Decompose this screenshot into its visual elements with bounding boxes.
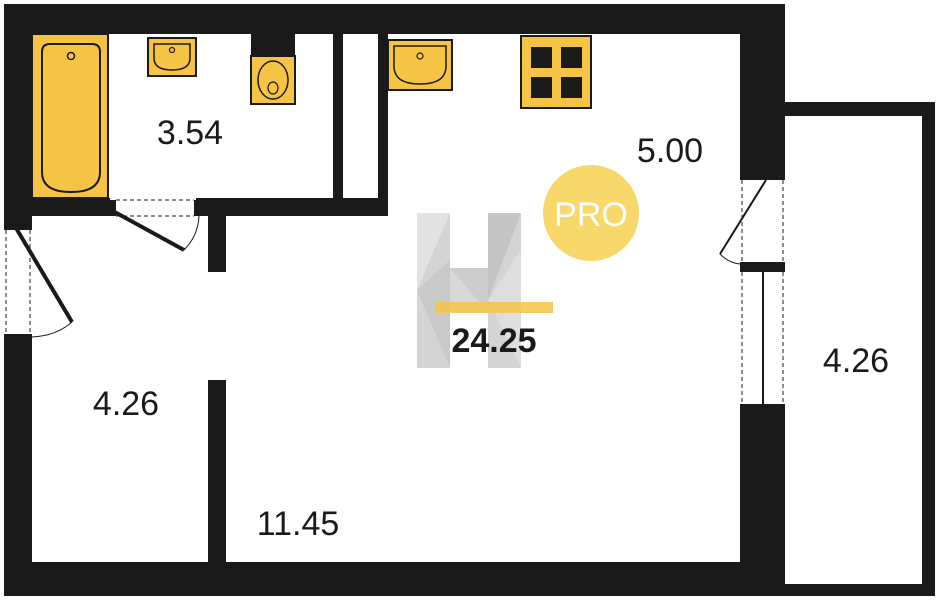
bathroom-door-frame-left bbox=[106, 200, 116, 216]
entrance-door-frame-top bbox=[4, 222, 32, 230]
balcony-door-leaf bbox=[719, 179, 767, 255]
balcony-wall-top bbox=[740, 102, 935, 116]
pro-badge-text: PRO bbox=[554, 196, 628, 234]
area-labels: 3.54 5.00 4.26 11.45 4.26 24.25 bbox=[93, 114, 889, 543]
kitchen-area-label: 5.00 bbox=[637, 132, 703, 170]
bathroom-door-leaf bbox=[110, 208, 185, 252]
walls bbox=[4, 4, 935, 596]
entrance-door-frame-bottom bbox=[4, 334, 32, 342]
watermark-logo bbox=[417, 213, 553, 368]
balcony-door-frame-top bbox=[740, 174, 785, 180]
bathroom-wall-bottom-left bbox=[32, 198, 110, 216]
shaft-wall-right bbox=[378, 34, 388, 216]
balcony-window-frame-top bbox=[740, 264, 785, 272]
bathtub-icon bbox=[31, 33, 109, 199]
bathroom-door-frame-right bbox=[194, 200, 204, 216]
bathroom-wall-right bbox=[333, 34, 343, 204]
partition-upper bbox=[208, 216, 226, 272]
pro-badge-circle bbox=[543, 165, 639, 261]
watermark-bar bbox=[435, 302, 553, 313]
bathroom-wall-bottom-right bbox=[196, 198, 386, 216]
outer-wall-left-lower bbox=[4, 338, 32, 596]
fixtures bbox=[31, 33, 592, 199]
balcony-area-label: 4.26 bbox=[823, 342, 889, 380]
pro-badge: PRO bbox=[543, 165, 639, 261]
stove-icon bbox=[520, 35, 592, 109]
hallway-area-label: 4.26 bbox=[93, 385, 159, 423]
doors bbox=[4, 174, 785, 414]
bathroom-area-label: 3.54 bbox=[157, 114, 223, 152]
toilet-cistern bbox=[251, 34, 295, 58]
total-area-label: 24.25 bbox=[451, 322, 536, 360]
outer-wall-top bbox=[4, 4, 785, 34]
balcony-window-frame-bottom bbox=[740, 404, 785, 414]
balcony-wall-bottom bbox=[740, 584, 935, 596]
entrance-door-leaf bbox=[14, 226, 74, 324]
outer-wall-right-upper bbox=[740, 4, 785, 178]
kitchen-sink-icon bbox=[387, 39, 453, 91]
toilet-icon bbox=[250, 55, 296, 105]
outer-wall-bottom bbox=[4, 562, 785, 596]
partition-lower bbox=[208, 380, 226, 562]
sink-icon bbox=[147, 37, 197, 77]
balcony-wall-right bbox=[922, 102, 935, 596]
outer-wall-left-upper bbox=[4, 4, 32, 224]
living-area-label: 11.45 bbox=[257, 505, 340, 543]
outer-wall-right-lower bbox=[740, 414, 785, 596]
